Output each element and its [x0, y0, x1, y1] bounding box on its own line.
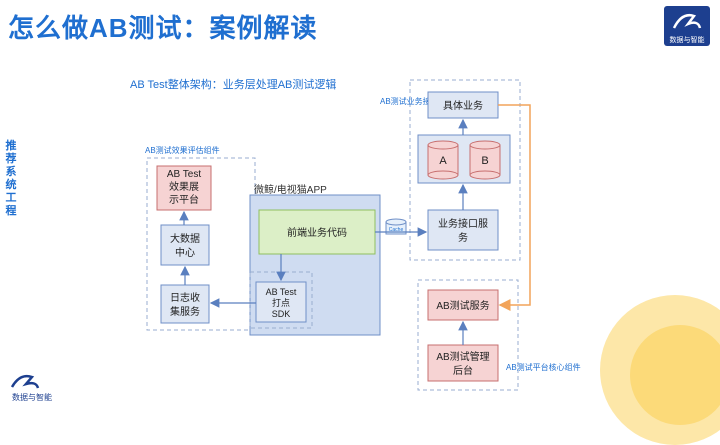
- svg-text:后台: 后台: [453, 364, 473, 377]
- svg-text:SDK: SDK: [272, 309, 291, 319]
- svg-text:B: B: [481, 155, 488, 167]
- side-section-label: 推 荐 系 统 工 程: [5, 140, 17, 217]
- svg-text:AB Test: AB Test: [266, 287, 297, 297]
- node-abservice: [427, 289, 499, 321]
- cylinder-b: B: [469, 140, 501, 180]
- svg-text:AB Test: AB Test: [167, 169, 201, 180]
- arrow-specific-abservice: [498, 104, 531, 311]
- svg-text:前端业务代码: 前端业务代码: [287, 226, 347, 239]
- brand-logo-top: 数据与智能: [664, 6, 710, 46]
- svg-text:业务接口服: 业务接口服: [438, 217, 488, 230]
- group-app-label: 微鲸/电视猫APP: [254, 183, 327, 196]
- logo-bottom-text: 数据与智能: [12, 392, 52, 402]
- node-bigdata: [160, 224, 210, 266]
- svg-text:打点: 打点: [272, 297, 290, 308]
- node-admin: [427, 344, 499, 382]
- node-sdk: [255, 281, 307, 323]
- cache-icon: Cache: [385, 218, 407, 235]
- group-biz-label: AB测试业务接入方实现: [380, 96, 463, 106]
- node-display: [156, 165, 212, 211]
- svg-text:日志收: 日志收: [170, 291, 200, 304]
- group-biz: [409, 79, 521, 261]
- svg-text:AB测试服务: AB测试服务: [436, 299, 489, 312]
- svg-text:中心: 中心: [175, 246, 195, 259]
- svg-text:具体业务: 具体业务: [443, 99, 483, 112]
- diagram-heading: AB Test整体架构：业务层处理AB测试逻辑: [130, 77, 336, 91]
- node-log: [160, 284, 210, 324]
- svg-text:效果展: 效果展: [169, 180, 199, 193]
- node-specific: [427, 91, 499, 119]
- svg-text:大数据: 大数据: [170, 232, 200, 245]
- cylinder-a: A: [427, 140, 459, 180]
- brand-logo-bottom: 数据与智能: [4, 371, 60, 403]
- svg-text:AB测试管理: AB测试管理: [436, 350, 489, 363]
- svg-text:示平台: 示平台: [169, 193, 199, 206]
- node-api: [427, 209, 499, 251]
- page-title: 怎么做AB测试：案例解读: [8, 13, 318, 43]
- group-platform: [417, 279, 519, 391]
- svg-text:务: 务: [458, 231, 468, 244]
- svg-text:A: A: [439, 155, 447, 167]
- svg-text:集服务: 集服务: [170, 305, 200, 318]
- logo-text: 数据与智能: [670, 35, 705, 44]
- svg-text:Cache: Cache: [389, 227, 404, 233]
- group-eval-label: AB测试效果评估组件: [145, 145, 220, 155]
- architecture-diagram: AB Test整体架构：业务层处理AB测试逻辑 AB测试效果评估组件 微鲸/电视…: [130, 77, 581, 391]
- group-platform-label: AB测试平台核心组件: [506, 362, 581, 372]
